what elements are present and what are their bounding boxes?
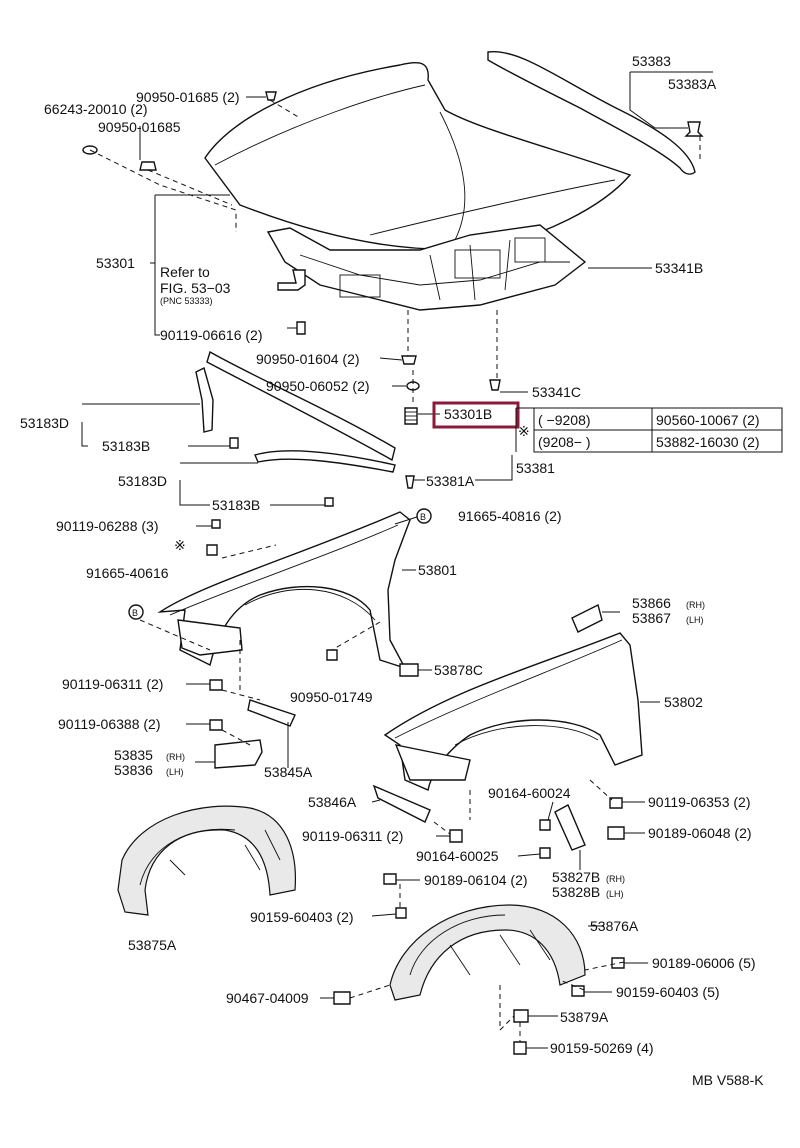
label-90119-06353: 90119-06353 (2)	[648, 794, 750, 810]
label-53341b: 53341B	[655, 260, 703, 276]
label-90950-01604: 90950-01604 (2)	[256, 351, 360, 367]
table-part-1: 90560-10067 (2)	[656, 412, 760, 428]
footer-code: MB V588-K	[692, 1072, 764, 1088]
label-53828b: 53828B	[552, 884, 600, 900]
label-90159-50269: 90159-50269 (4)	[550, 1040, 654, 1056]
hood-bumper-fasteners	[82, 91, 306, 335]
label-90164-60025: 90164-60025	[416, 848, 499, 864]
label-53879a: 53879A	[560, 1009, 609, 1025]
label-53183b-upper: 53183B	[102, 438, 150, 454]
label-53183d-upper: 53183D	[20, 415, 69, 431]
table-part-2: 53882-16030 (2)	[656, 434, 760, 450]
label-90159-60403-2: 90159-60403 (2)	[250, 909, 354, 925]
part-labels: 53383 53383A 90950-01685 (2) 66243-20010…	[20, 53, 764, 1088]
variant-table: ※ ( −9208) 90560-10067 (2) (9208− ) 5388…	[515, 407, 783, 453]
label-53828b-lh: (LH)	[606, 889, 624, 899]
assembly-dashed-lines	[89, 99, 701, 1042]
label-53867: 53867	[632, 610, 671, 626]
label-53866-rh: (RH)	[686, 600, 705, 610]
label-90950-01685-2: 90950-01685 (2)	[136, 89, 240, 105]
label-53867-lh: (LH)	[686, 615, 704, 625]
label-53875a: 53875A	[128, 937, 177, 953]
center-fasteners	[401, 355, 501, 425]
label-53183b-lower: 53183B	[212, 497, 260, 513]
refer-line-1: Refer to	[160, 264, 210, 280]
label-91665-40616: 91665-40616	[86, 565, 169, 581]
label-90950-06052: 90950-06052 (2)	[266, 378, 370, 394]
label-90467-04009: 90467-04009	[226, 990, 309, 1006]
label-53301b: 53301B	[444, 406, 492, 422]
clip-53383a	[684, 121, 704, 137]
label-90159-60403-5: 90159-60403 (5)	[616, 984, 720, 1000]
label-90950-01749: 90950-01749	[290, 689, 373, 705]
label-90164-60024: 90164-60024	[488, 785, 571, 801]
table-range-1: ( −9208)	[538, 412, 591, 428]
label-53845a: 53845A	[264, 764, 313, 780]
label-53876a: 53876A	[590, 918, 639, 934]
label-90189-06006: 90189-06006 (5)	[652, 955, 756, 971]
fender-liner-53875a	[117, 805, 297, 916]
label-53341c: 53341C	[532, 384, 581, 400]
hood-seal	[487, 50, 696, 175]
label-53381a: 53381A	[426, 473, 475, 489]
label-53827b: 53827B	[552, 869, 600, 885]
label-90119-06616: 90119-06616 (2)	[160, 327, 262, 343]
label-53836-lh: (LH)	[166, 767, 184, 777]
label-91665-40816: 91665-40816 (2)	[458, 508, 562, 524]
label-53802: 53802	[664, 694, 703, 710]
label-53827b-rh: (RH)	[606, 874, 625, 884]
label-53878c: 53878C	[434, 662, 483, 678]
refer-line-3: (PNC 53333)	[160, 296, 213, 306]
cowl-seal	[206, 350, 396, 473]
label-90189-06048: 90189-06048 (2)	[648, 825, 752, 841]
label-66243-20010: 66243-20010 (2)	[44, 101, 148, 117]
label-53183d-lower: 53183D	[118, 473, 167, 489]
leader-lines	[81, 71, 713, 1049]
label-53846a: 53846A	[308, 794, 357, 810]
label-53383a: 53383A	[668, 76, 717, 92]
label-90119-06311-lower: 90119-06311 (2)	[302, 828, 403, 844]
label-90189-06104: 90189-06104 (2)	[424, 872, 528, 888]
label-90119-06288: 90119-06288 (3)	[56, 518, 158, 534]
label-90119-06388: 90119-06388 (2)	[58, 716, 160, 732]
table-range-2: (9208− )	[538, 434, 591, 450]
label-53866: 53866	[632, 595, 671, 611]
label-53801: 53801	[418, 562, 457, 578]
fender-seal	[195, 366, 415, 507]
fender-liner-53876a	[333, 873, 625, 1055]
label-90950-01685: 90950-01685	[98, 119, 181, 135]
refer-line-2: FIG. 53−03	[160, 280, 231, 296]
label-53301: 53301	[96, 255, 135, 271]
asterisk-mark-2: ※	[518, 423, 530, 439]
highlight-box	[432, 401, 520, 429]
label-53835-rh: (RH)	[166, 752, 185, 762]
circle-b-lower: B	[132, 608, 138, 618]
label-53383: 53383	[632, 53, 671, 69]
label-90119-06311-upper: 90119-06311 (2)	[62, 676, 163, 692]
fender-53802	[372, 603, 643, 859]
label-53835: 53835	[114, 747, 153, 763]
fender-53801	[157, 511, 419, 769]
hood-panel	[204, 62, 632, 311]
circle-b-upper: B	[420, 512, 426, 522]
label-53836: 53836	[114, 762, 153, 778]
asterisk-mark-1: ※	[174, 537, 186, 553]
label-53381: 53381	[516, 460, 555, 476]
